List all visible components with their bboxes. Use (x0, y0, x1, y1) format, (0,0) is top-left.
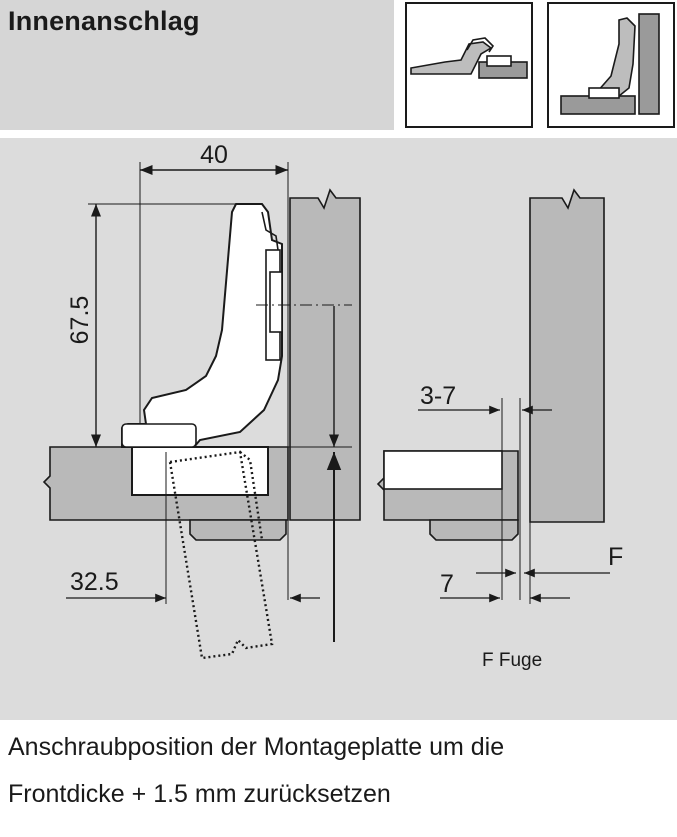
page-title: Innenanschlag (8, 6, 200, 36)
technical-drawing: 40 67.5 32.5 3-7 F 7 F Fuge (42, 141, 623, 671)
mounting-plate-right (429, 519, 519, 541)
thumbnail-hinge-closed (547, 2, 675, 128)
door-edge-white (383, 450, 503, 490)
gap-legend: F Fuge (482, 650, 542, 671)
thumbnail-hinge-open (405, 2, 533, 128)
gap-symbol-F: F (608, 543, 623, 571)
hinge-arm (121, 203, 283, 448)
side-panel-left (289, 188, 361, 521)
dimension-40: 40 (200, 141, 228, 169)
dimension-7: 7 (440, 570, 454, 598)
hinge-closed-icon (560, 13, 660, 115)
dimension-67-5: 67.5 (66, 296, 94, 345)
caption-line-2: Frontdicke + 1.5 mm zurücksetzen (8, 780, 391, 808)
hinge-open-icon (410, 37, 528, 79)
header-band (0, 0, 394, 130)
side-panel-right (529, 188, 605, 523)
dimension-32-5: 32.5 (70, 568, 119, 596)
mounting-plate-left (189, 519, 287, 541)
hinge-cup (131, 446, 269, 496)
dimension-3-7: 3-7 (420, 382, 456, 410)
caption-line-1: Anschraubposition der Montageplatte um d… (8, 733, 505, 761)
